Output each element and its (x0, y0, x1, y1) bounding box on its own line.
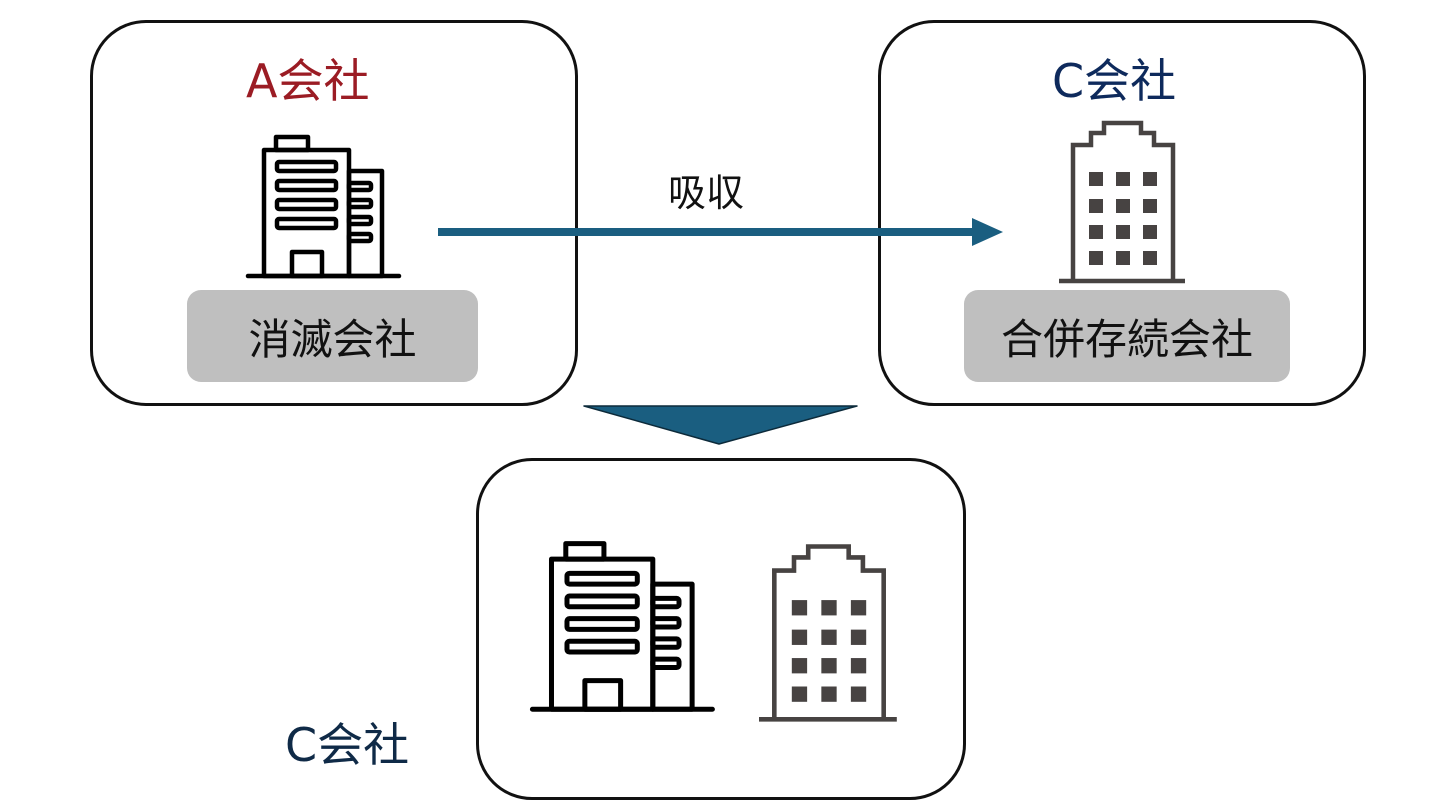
company-c-role: 合併存続会社 (1000, 314, 1253, 364)
company-a-name: A会社 (246, 54, 370, 108)
office-building-icon (245, 134, 402, 279)
company-a-role-badge: 消滅会社 (187, 290, 478, 382)
company-a-role: 消滅会社 (248, 314, 417, 364)
result-company-name: C会社 (285, 718, 410, 772)
down-arrow (583, 405, 858, 445)
tower-building-icon (759, 544, 897, 722)
tower-building-icon (1059, 120, 1185, 284)
company-c-role-badge: 合併存続会社 (964, 290, 1290, 382)
office-building-icon (529, 541, 715, 712)
company-c-name: C会社 (1052, 54, 1177, 108)
merge-arrow-label: 吸収 (668, 171, 745, 215)
